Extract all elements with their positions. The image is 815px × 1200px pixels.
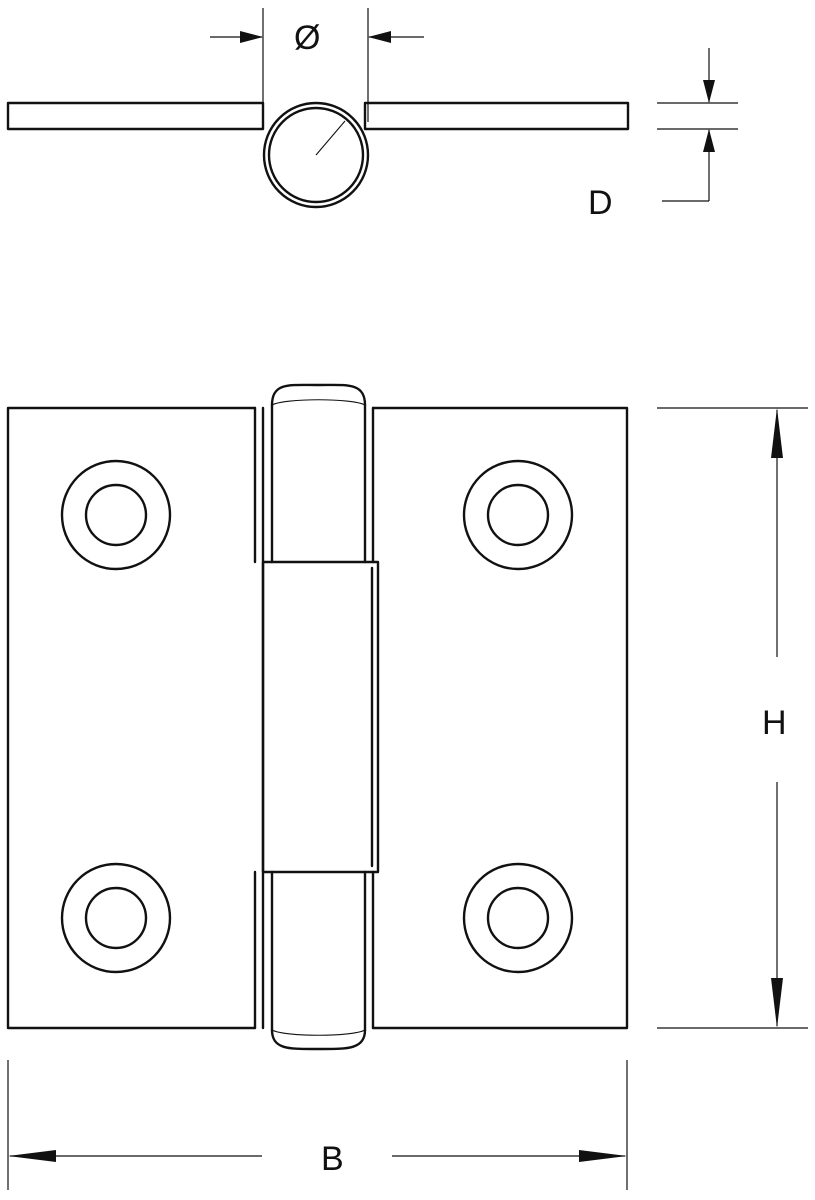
width-dimension: B bbox=[7, 1060, 628, 1190]
left-leaf bbox=[6, 406, 257, 1030]
top-view: Ø D bbox=[6, 8, 738, 222]
height-dimension: H bbox=[657, 407, 808, 1029]
front-view: H B bbox=[6, 383, 808, 1190]
hinge-knuckle bbox=[253, 383, 380, 1051]
screw-hole-top-left bbox=[60, 459, 172, 571]
screw-hole-bottom-right bbox=[462, 862, 574, 974]
width-label: B bbox=[321, 1140, 344, 1178]
thickness-dimension: D bbox=[588, 48, 738, 222]
top-view-knuckle bbox=[262, 101, 370, 209]
screw-hole-top-right bbox=[462, 459, 574, 571]
screw-hole-bottom-left bbox=[60, 862, 172, 974]
diameter-dimension: Ø bbox=[210, 19, 424, 57]
top-view-left-leaf bbox=[6, 101, 265, 131]
height-label: H bbox=[762, 704, 787, 742]
top-view-right-leaf bbox=[363, 101, 630, 131]
thickness-label: D bbox=[588, 184, 613, 222]
right-leaf bbox=[371, 406, 629, 1030]
diameter-label: Ø bbox=[294, 19, 320, 57]
